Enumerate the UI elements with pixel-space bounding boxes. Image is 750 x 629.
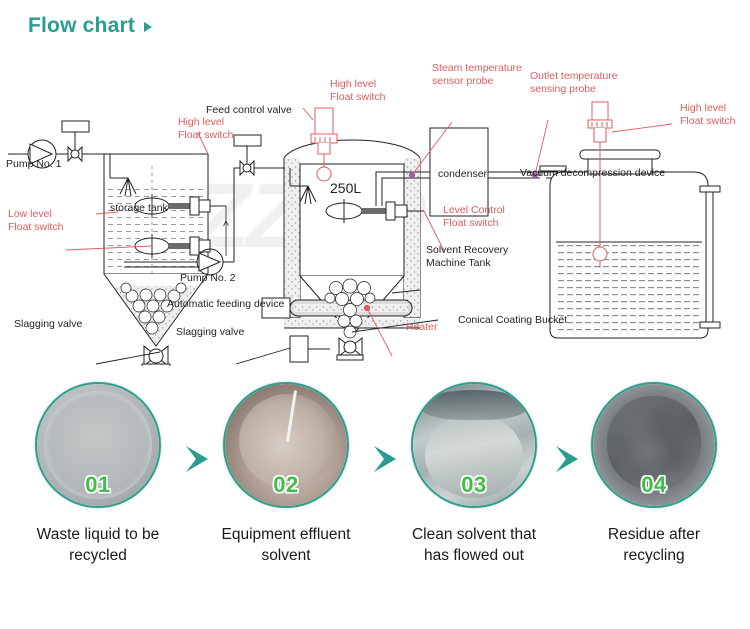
page-title: Flow chart <box>28 14 136 37</box>
label-pump-no-2: Pump No. 2 <box>180 272 236 284</box>
label-high-level-float-switch-3: High level Float switch <box>680 102 736 127</box>
process-flow-diagram: ZZKD <box>0 46 750 366</box>
label-level-control-float-switch: Level Control Float switch <box>443 204 505 229</box>
triangle-right-icon <box>144 22 152 32</box>
clean-stainless-drum-photo: 03 <box>411 382 537 508</box>
step-number-badge: 02 <box>273 472 299 497</box>
label-vacuum-decompression-device: Vacuum decompression device <box>520 167 666 179</box>
label-high-level-float-switch-1: High level Float switch <box>178 116 234 141</box>
label-high-level-float-switch-2: High level Float switch <box>330 78 386 103</box>
step-number-badge: 03 <box>461 472 487 497</box>
label-volume-250l: 250L <box>330 180 362 196</box>
step-caption: Clean solvent that has flowed out <box>411 526 537 564</box>
label-pump-no-1: Pump No. 1 <box>6 158 62 170</box>
process-step-1[interactable]: 01 Waste liquid to be recycled <box>18 372 178 566</box>
label-low-level-float-switch: Low level Float switch <box>8 208 64 233</box>
label-automatic-feeding-device: Automatic feeding device <box>167 298 285 310</box>
dark-residue-in-drum-photo: 04 <box>591 382 717 508</box>
process-step-4[interactable]: 04 Residue after recycling <box>574 372 734 566</box>
page-header: Flow chart <box>0 0 750 46</box>
label-condenser: condenser <box>438 168 488 180</box>
label-slagging-valve-left: Slagging valve <box>14 318 83 330</box>
step-caption: Residue after recycling <box>607 526 701 564</box>
diagram-drawing <box>8 101 721 366</box>
arrow-right-icon-3 <box>556 446 578 472</box>
label-storage-tank: storage tank <box>110 202 168 214</box>
step-caption: Waste liquid to be recycled <box>36 526 160 564</box>
label-heater: Heater <box>406 321 438 333</box>
process-step-3[interactable]: 03 Clean solvent that has flowed out <box>394 372 554 566</box>
step-number-badge: 04 <box>641 472 667 497</box>
stainless-bowl-effluent-photo: 02 <box>223 382 349 508</box>
arrow-right-icon-2 <box>374 446 396 472</box>
step-caption: Equipment effluent solvent <box>221 526 351 564</box>
label-conical-coating-bucket: Conical Coating Bucket <box>458 314 568 326</box>
label-steam-temperature-sensor-probe: Steam temperature sensor probe <box>432 62 522 87</box>
label-solvent-recovery-machine-tank: Solvent Recovery Machine Tank <box>426 244 509 269</box>
process-step-2[interactable]: 02 Equipment effluent solvent <box>206 372 366 566</box>
label-slagging-valve-right: Slagging valve <box>176 326 245 338</box>
arrow-right-icon-1 <box>186 446 208 472</box>
grey-waste-liquid-drum-photo: 01 <box>35 382 161 508</box>
process-steps-strip: 01 Waste liquid to be recycled 02 Equipm… <box>0 372 750 629</box>
label-outlet-temperature-sensing-probe: Outlet temperature sensing probe <box>530 70 618 95</box>
label-feed-control-valve: Feed control valve <box>206 104 292 116</box>
step-number-badge: 01 <box>85 472 111 497</box>
